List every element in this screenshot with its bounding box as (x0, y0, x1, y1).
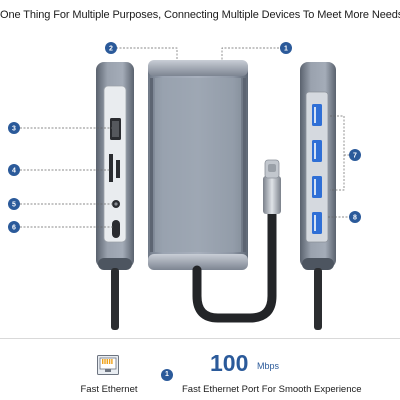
callout-1: 1 (280, 42, 292, 54)
sd-slot-icon (109, 154, 113, 182)
usb-a-port-icon (312, 176, 322, 198)
speed-caption: Fast Ethernet Port For Smooth Experience (182, 384, 362, 395)
callout-4: 4 (8, 164, 20, 176)
ethernet-label: Fast Ethernet (80, 384, 138, 395)
svg-text:1: 1 (284, 46, 288, 53)
callout-3: 3 (8, 122, 20, 134)
usb-a-port-icon (312, 104, 322, 126)
callout-6: 6 (8, 221, 20, 233)
svg-text:7: 7 (353, 153, 357, 160)
callout-2: 2 (105, 42, 117, 54)
svg-text:2: 2 (109, 46, 113, 53)
hub-body (148, 60, 277, 323)
section-divider (0, 338, 400, 339)
page-headline: One Thing For Multiple Purposes, Connect… (0, 9, 400, 21)
svg-text:3: 3 (12, 126, 16, 133)
usb-c-port-icon (112, 220, 120, 238)
callout-5: 5 (8, 198, 20, 210)
tf-slot-icon (116, 160, 120, 178)
callout-7: 7 (349, 149, 361, 161)
right-side-view (300, 62, 336, 330)
svg-text:6: 6 (12, 225, 16, 232)
usb-a-port-icon (312, 212, 322, 234)
left-side-view (96, 62, 134, 330)
svg-text:5: 5 (12, 202, 16, 209)
usb-c-connector (263, 159, 281, 214)
product-illustration: 2 1 3 4 5 6 7 8 (8, 42, 361, 330)
feature-callout-1: 1 (161, 369, 173, 381)
callout-8: 8 (349, 211, 361, 223)
svg-text:8: 8 (353, 215, 357, 222)
speed-value: 100 (210, 350, 249, 376)
svg-text:4: 4 (12, 168, 16, 175)
usb-a-port-icon (312, 140, 322, 162)
speed-unit: Mbps (257, 361, 280, 371)
ethernet-port-icon (97, 355, 119, 375)
hub-diagram: 2 1 3 4 5 6 7 8 (8, 42, 361, 330)
